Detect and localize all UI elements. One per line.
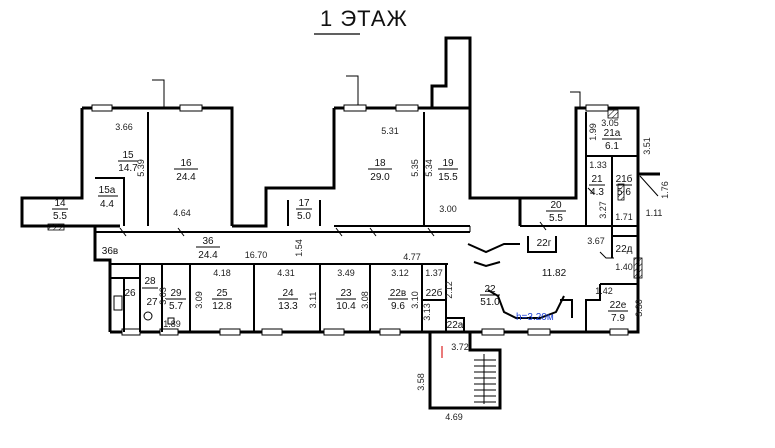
dimension-label: 2.12 [444, 281, 454, 299]
room-number: 24 [282, 288, 294, 299]
room-number: 18 [374, 158, 386, 169]
room-number: 29 [170, 288, 182, 299]
dimension-label: 3.30 [634, 299, 644, 317]
room-number: 21б [616, 173, 633, 185]
dimension-label: 5.35 [410, 159, 420, 177]
dimension-label: 1.76 [660, 181, 670, 199]
dimension-label: 1.99 [588, 123, 598, 141]
dimension-label: 3.00 [439, 204, 457, 214]
page-title: 1 ЭТАЖ [320, 6, 408, 31]
dimension-label: 3.03 [158, 287, 168, 305]
room-number: 15а [99, 185, 116, 196]
dimension-label: 3.49 [337, 268, 355, 278]
dimension-label: 1.33 [589, 160, 607, 170]
room-number: 22а [447, 320, 464, 331]
dimension-label: 3.05 [601, 118, 619, 128]
dimension-label: 3.09 [194, 291, 204, 309]
room-area: 12.8 [212, 301, 232, 312]
room-dimension: 11.82 [542, 268, 567, 279]
dimension-label: 3.10 [410, 291, 420, 309]
room-number: 22б [426, 287, 443, 299]
dimension-label: 1.37 [425, 268, 443, 278]
exit-stairs [474, 354, 496, 404]
room-labels: 14 5.5 15 14.7 15а 4.4 16 24.4 17 5.0 18… [52, 128, 633, 331]
windows [91, 104, 629, 336]
dimension-label: 1.42 [595, 286, 613, 296]
door-ticks [119, 175, 659, 237]
dimension-labels: 3.66 5.39 4.64 5.31 5.35 5.34 3.00 3.05 … [115, 118, 670, 422]
dimension-label: 3.27 [598, 201, 608, 219]
room-number: 22 [484, 284, 496, 295]
room-area: 51.0 [480, 297, 500, 308]
room-area: 15.5 [438, 172, 458, 183]
room-number: 16 [180, 158, 192, 169]
room-area: 13.3 [278, 301, 298, 312]
room-number: 26 [124, 288, 136, 299]
room-number: 36в [102, 246, 118, 257]
interior-partitions [95, 112, 638, 333]
room-area: 29.0 [370, 172, 390, 183]
room-number: 22г [537, 238, 552, 249]
room-area: 5.5 [53, 211, 67, 222]
dimension-label: 4.31 [277, 268, 295, 278]
room-area: 4.4 [100, 199, 114, 210]
room-number: 28 [144, 276, 156, 287]
room-area: 10.4 [336, 301, 356, 312]
room-area: 5.6 [617, 187, 631, 198]
room-area: 9.6 [391, 301, 405, 312]
room-area: 5.7 [169, 301, 183, 312]
room-number: 14 [54, 198, 66, 209]
dimension-label: 4.77 [403, 252, 421, 262]
roof-stubs [152, 75, 581, 108]
room-area: 6.1 [605, 141, 619, 152]
dimension-label: 3.11 [308, 292, 318, 309]
dimension-label: 1.54 [294, 239, 304, 257]
room-number: 15 [122, 150, 134, 161]
room-area: 5.5 [549, 213, 563, 224]
room-number: 17 [298, 198, 310, 209]
exterior-walls [20, 36, 660, 410]
dimension-label: 4.69 [445, 412, 463, 422]
dimension-label: 16.70 [245, 250, 268, 260]
dimension-label: 5.31 [381, 126, 399, 136]
dimension-label: 1.71 [615, 212, 633, 222]
dimension-label: 4.18 [213, 268, 231, 278]
dimension-label: 3.67 [587, 236, 605, 246]
room-number: 21а [604, 128, 621, 139]
dimension-label: 1.89 [163, 319, 181, 329]
room-area: 14.7 [118, 163, 138, 174]
room-number: 23 [340, 288, 352, 299]
room-area: 4.3 [590, 187, 604, 198]
room-number: 22в [390, 288, 406, 299]
room-area: 24.4 [198, 250, 218, 261]
room-number: 36 [202, 236, 214, 247]
room-number: 21 [591, 174, 603, 185]
dimension-label: 1.11 [646, 208, 663, 218]
ceiling-height-note: h=3.20м [516, 312, 554, 323]
dimension-label: 1.40 [615, 262, 633, 272]
room-number: 27 [146, 297, 158, 308]
room-number: 25 [216, 288, 228, 299]
room-number: 19 [442, 158, 454, 169]
dimension-label: 4.64 [173, 208, 191, 218]
dimension-label: 5.34 [424, 159, 434, 177]
room-number: 22д [616, 244, 633, 255]
dimension-label: 3.51 [642, 137, 652, 155]
hatched-elements [47, 109, 643, 279]
dimension-label: 3.12 [391, 268, 409, 278]
dimension-label: 3.58 [416, 373, 426, 391]
sanitary-fixtures [113, 295, 175, 325]
room-area: 24.4 [176, 172, 196, 183]
room-number: 20 [550, 200, 562, 211]
dimension-label: 5.39 [136, 159, 146, 177]
room-number: 22е [610, 300, 627, 311]
dimension-label: 3.66 [115, 122, 133, 132]
room-area: 5.0 [297, 211, 311, 222]
room-area: 7.9 [611, 313, 625, 324]
dimension-label: 3.72 [451, 342, 469, 352]
dimension-label: 3.08 [360, 291, 370, 309]
dimension-label: 3.13 [422, 303, 432, 321]
